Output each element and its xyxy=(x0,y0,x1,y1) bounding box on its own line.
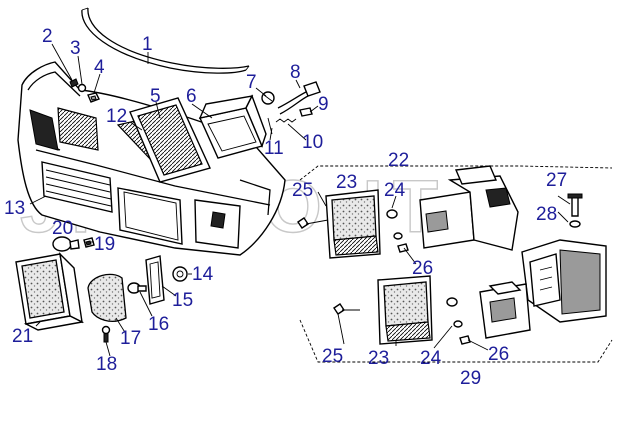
lamp-housing-lower xyxy=(479,281,531,339)
callout-16: 16 xyxy=(148,314,169,335)
callout-26-lower: 26 xyxy=(488,344,509,365)
callout-23-lower: 23 xyxy=(368,348,389,369)
callout-1: 1 xyxy=(142,34,153,55)
callout-24-lower: 24 xyxy=(420,348,442,369)
lamp-bracket xyxy=(521,239,607,323)
callout-4: 4 xyxy=(94,57,105,78)
callout-17: 17 xyxy=(120,328,141,349)
callout-20: 20 xyxy=(52,218,73,239)
bolt-27 xyxy=(567,193,583,217)
washer-3 xyxy=(77,83,87,93)
callout-28: 28 xyxy=(536,204,557,225)
callout-2: 2 xyxy=(42,26,53,47)
vent-grille xyxy=(41,161,113,213)
callout-18: 18 xyxy=(96,354,117,375)
bulb-16 xyxy=(127,282,147,294)
leader-lines xyxy=(29,43,571,357)
callout-13: 13 xyxy=(4,198,25,219)
callout-26-upper: 26 xyxy=(412,258,433,279)
callout-22: 22 xyxy=(388,150,409,171)
spring-10 xyxy=(275,118,297,123)
indicator-17 xyxy=(87,273,127,322)
callout-5: 5 xyxy=(150,86,161,107)
lamp-housing-upper xyxy=(419,165,519,251)
bulb-9 xyxy=(299,107,313,117)
washer-28 xyxy=(569,220,581,228)
gasket-15 xyxy=(145,255,165,305)
callout-labels: 1 2 3 4 5 6 7 8 9 10 11 12 13 14 15 16 1… xyxy=(4,26,567,389)
callout-15: 15 xyxy=(172,290,193,311)
callout-6: 6 xyxy=(186,86,197,107)
side-lamp-21 xyxy=(15,251,85,331)
callout-25-lower: 25 xyxy=(322,346,343,367)
bulb-20 xyxy=(52,236,80,252)
bulb-24-lower xyxy=(446,297,463,328)
screw-2 xyxy=(69,78,79,88)
callout-11: 11 xyxy=(264,138,284,159)
callout-14: 14 xyxy=(192,264,214,285)
tail-lamp-23-upper xyxy=(325,189,381,259)
callout-3: 3 xyxy=(70,38,81,59)
socket-19 xyxy=(83,237,95,248)
callout-7: 7 xyxy=(246,72,257,93)
callout-29: 29 xyxy=(460,368,481,389)
trim-strip xyxy=(81,7,250,74)
frame-5 xyxy=(129,97,211,183)
tail-lamp-23-lower xyxy=(377,275,433,345)
callout-24-upper: 24 xyxy=(384,180,406,201)
callout-8: 8 xyxy=(290,62,301,83)
callout-10: 10 xyxy=(302,132,323,153)
callout-19: 19 xyxy=(94,234,115,255)
nut-4 xyxy=(87,92,100,103)
callout-25-upper: 25 xyxy=(292,180,313,201)
callout-27: 27 xyxy=(546,170,567,191)
seal-26-lower xyxy=(459,335,471,345)
wiring-harness-8 xyxy=(277,81,321,115)
callout-12: 12 xyxy=(106,106,127,127)
bulb-24-upper xyxy=(386,209,403,240)
headlamp-6 xyxy=(198,94,267,159)
screw-25-upper xyxy=(297,217,329,229)
screw-18 xyxy=(101,325,111,343)
callout-21: 21 xyxy=(12,326,33,347)
rear-lamp-group xyxy=(299,165,613,363)
grommet-14 xyxy=(172,266,188,282)
screw-25-lower xyxy=(333,303,360,315)
callout-23-upper: 23 xyxy=(336,172,357,193)
callout-9: 9 xyxy=(318,94,329,115)
